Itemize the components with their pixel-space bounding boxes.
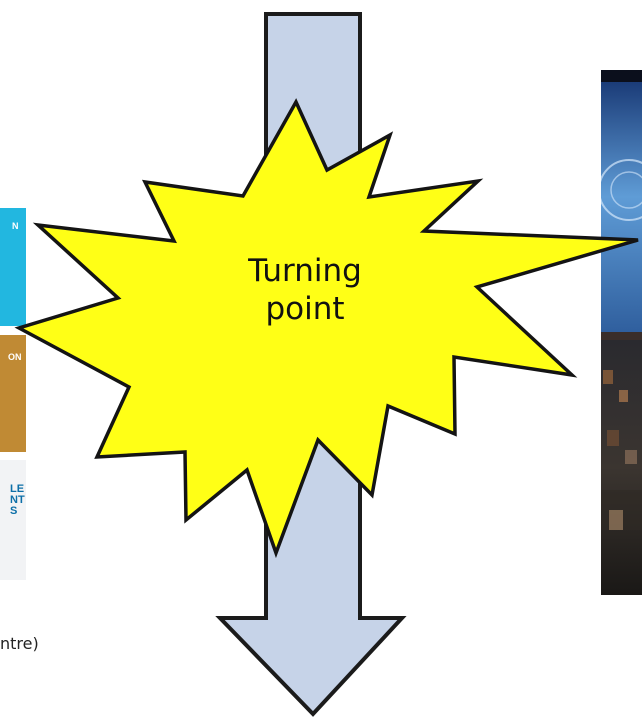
turning-point-label: Turning point — [248, 253, 362, 327]
sdg-tile-gold: ON — [0, 335, 26, 452]
sdg-tile-gold-text: ON — [8, 352, 22, 362]
sdg-tile-blue-text: N — [12, 221, 19, 231]
sdg-tile-blue: N — [0, 208, 26, 326]
caption-fragment: ntre) — [0, 634, 39, 653]
un-assembly-photo-art — [601, 70, 642, 595]
explosion-burst-shape — [14, 98, 639, 559]
sdg-tile-white-text: LE NT S — [10, 483, 25, 517]
un-assembly-photo — [601, 70, 642, 595]
sdg-tile-white: LE NT S — [0, 460, 26, 580]
